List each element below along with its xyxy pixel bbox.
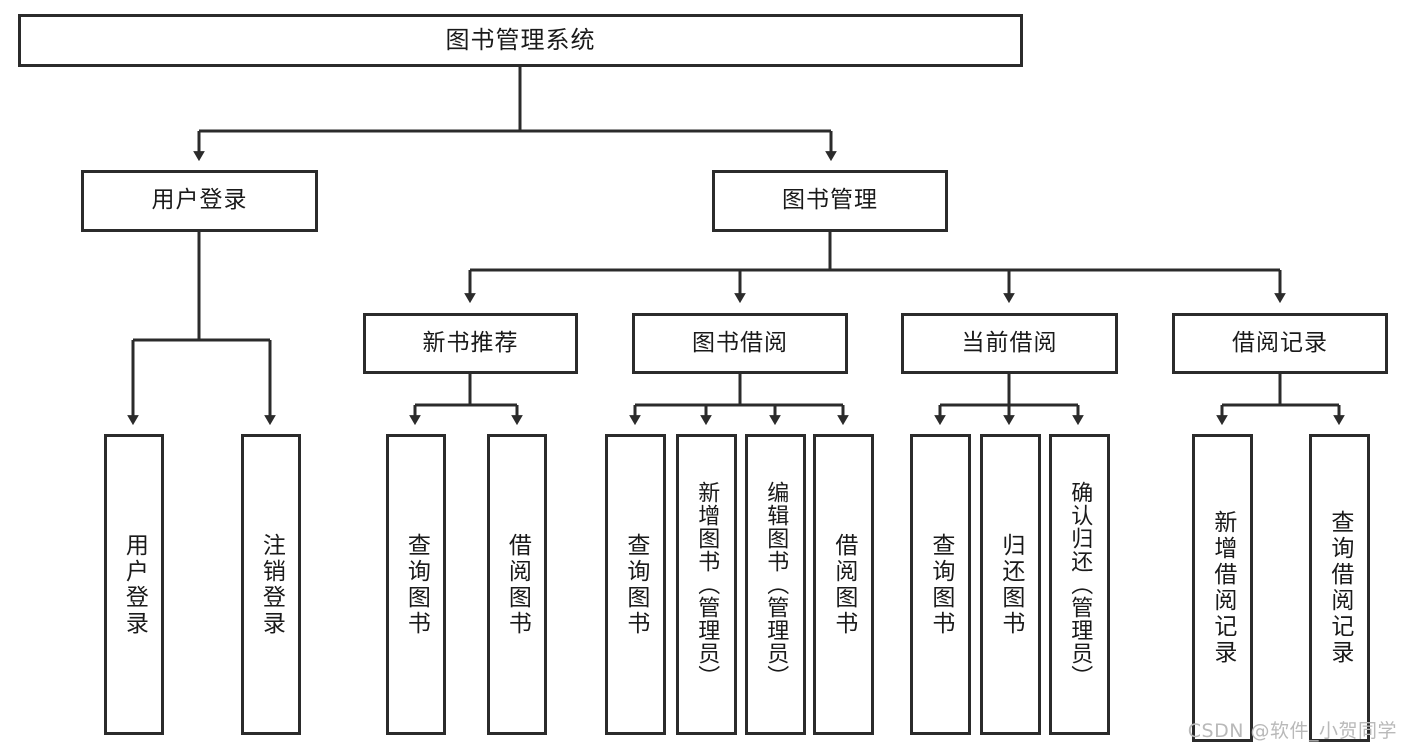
node-label: 借阅图书 — [830, 532, 857, 637]
leaf-query-book-current[interactable]: 查询图书 — [910, 434, 971, 735]
node-label: 图书借阅 — [692, 329, 788, 356]
node-user-login[interactable]: 用户登录 — [81, 170, 318, 232]
node-new-book-recommendation[interactable]: 新书推荐 — [363, 313, 578, 374]
node-label: 归还图书 — [997, 532, 1024, 637]
node-book-management[interactable]: 图书管理 — [712, 170, 948, 232]
node-label: 图书管理系统 — [445, 26, 596, 55]
node-label: 用户登录 — [151, 187, 248, 214]
node-label: 用户登录 — [121, 532, 148, 637]
csdn-watermark: CSDN @软件_小贺同学 — [1187, 720, 1397, 742]
leaf-borrow-book-new[interactable]: 借阅图书 — [487, 434, 547, 735]
node-label: 查询图书 — [622, 532, 649, 637]
leaf-query-book-borrow[interactable]: 查询图书 — [605, 434, 666, 735]
leaf-add-borrow-record[interactable]: 新增借阅记录 — [1192, 434, 1253, 742]
node-label: 新增图书（管理员） — [694, 481, 720, 688]
node-borrow-record[interactable]: 借阅记录 — [1172, 313, 1388, 374]
node-label: 查询图书 — [927, 532, 954, 637]
node-label: 借阅图书 — [504, 532, 531, 637]
leaf-query-book-new[interactable]: 查询图书 — [386, 434, 446, 735]
leaf-return-book[interactable]: 归还图书 — [980, 434, 1041, 735]
node-root-library-management-system[interactable]: 图书管理系统 — [18, 14, 1023, 67]
node-label: 新书推荐 — [422, 329, 519, 356]
leaf-logout[interactable]: 注销登录 — [241, 434, 301, 735]
node-label: 确认归还（管理员） — [1067, 481, 1093, 688]
leaf-borrow-book[interactable]: 借阅图书 — [813, 434, 874, 735]
leaf-confirm-return-admin[interactable]: 确认归还（管理员） — [1049, 434, 1110, 735]
node-label: 查询借阅记录 — [1326, 510, 1353, 666]
node-label: 编辑图书（管理员） — [763, 481, 789, 688]
leaf-add-book-admin[interactable]: 新增图书（管理员） — [676, 434, 737, 735]
node-label: 借阅记录 — [1232, 329, 1328, 356]
node-current-borrow[interactable]: 当前借阅 — [901, 313, 1118, 374]
node-label: 当前借阅 — [961, 329, 1058, 356]
node-label: 注销登录 — [258, 532, 285, 637]
leaf-edit-book-admin[interactable]: 编辑图书（管理员） — [745, 434, 806, 735]
node-label: 图书管理 — [782, 187, 878, 214]
node-book-borrow[interactable]: 图书借阅 — [632, 313, 848, 374]
node-label: 新增借阅记录 — [1209, 510, 1236, 666]
node-label: 查询图书 — [403, 532, 430, 637]
leaf-user-login[interactable]: 用户登录 — [104, 434, 164, 735]
leaf-query-borrow-record[interactable]: 查询借阅记录 — [1309, 434, 1370, 742]
